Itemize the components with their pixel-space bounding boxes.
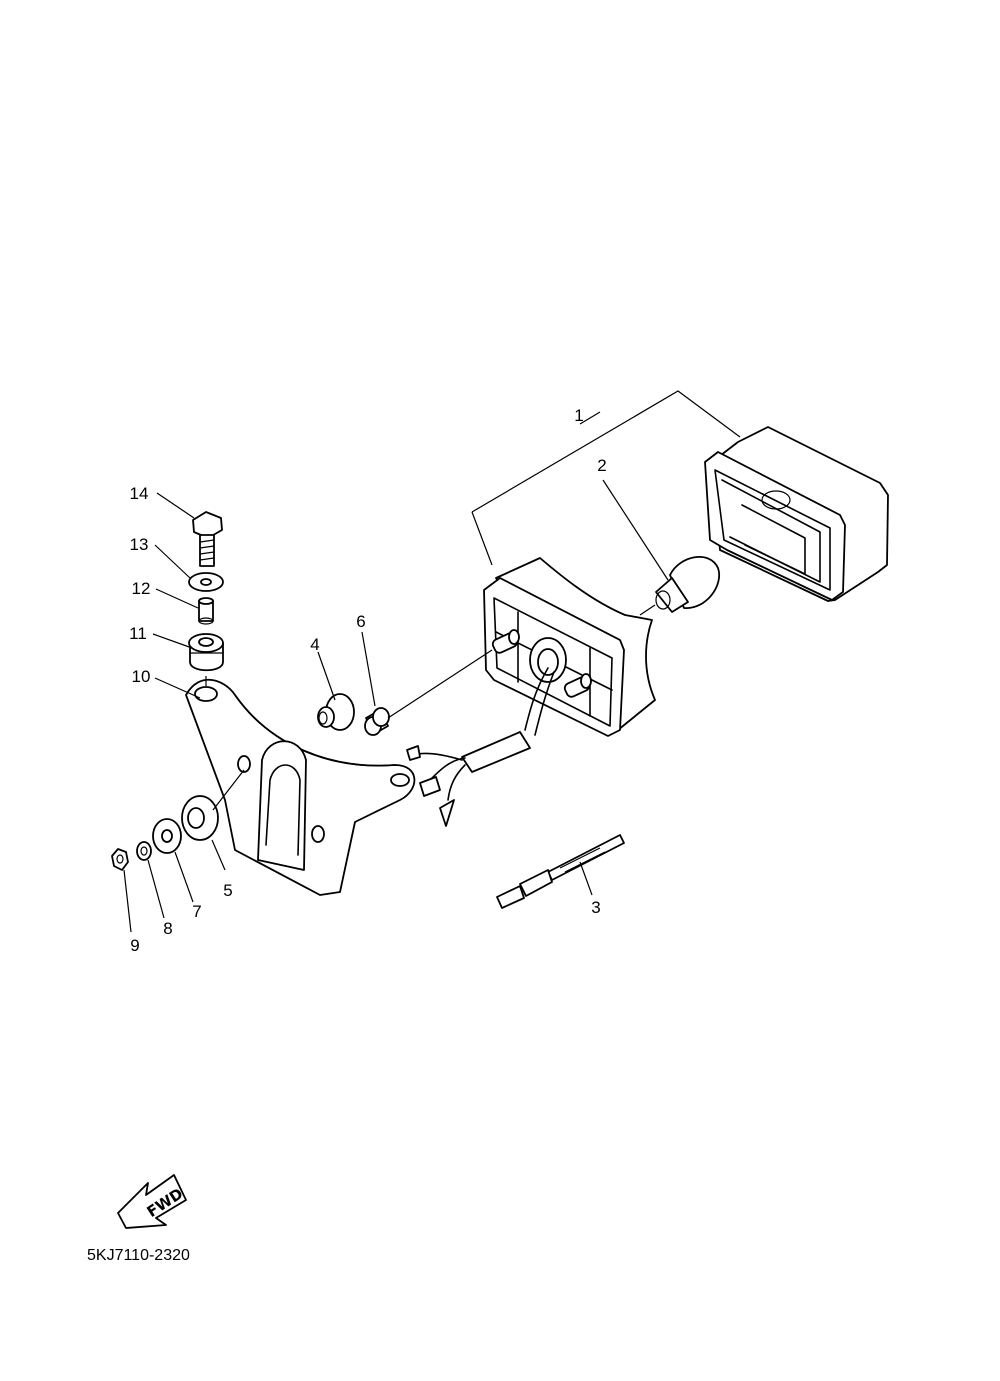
lock-washer-part-8 [136, 841, 152, 861]
leader-part-4 [317, 651, 336, 701]
leader-part-7 [174, 851, 194, 903]
callout-6: 6 [356, 612, 365, 631]
stud-left [491, 629, 520, 654]
leader-part-8 [147, 859, 165, 919]
callout-7: 7 [192, 902, 201, 921]
callout-5: 5 [223, 881, 232, 900]
grommet-part-5 [181, 795, 219, 841]
leader-part-6 [361, 631, 376, 707]
washer-part-7 [152, 818, 182, 854]
leader-part-12 [155, 588, 199, 609]
leader-part-14 [156, 492, 195, 519]
callout-2: 2 [597, 456, 606, 475]
collar-part-12 [198, 597, 214, 625]
callout-10: 10 [132, 667, 151, 686]
callout-11: 11 [129, 624, 147, 643]
leader-part-3 [579, 861, 593, 896]
leader-part-9 [123, 869, 132, 933]
grommet-part-11 [188, 633, 224, 672]
diagram-code: 5KJ7110-2320 [87, 1247, 190, 1264]
callout-13: 13 [130, 535, 149, 554]
tail-light-housing [483, 557, 656, 737]
tail-light-stay [185, 678, 416, 896]
callout-3: 3 [591, 898, 600, 917]
fwd-arrow-icon: FWD [117, 1174, 187, 1229]
callout-12: 12 [132, 579, 151, 598]
cable-tie [496, 834, 625, 909]
callout-9: 9 [130, 936, 139, 955]
callout-4: 4 [310, 635, 319, 654]
leader-part-13 [154, 544, 191, 579]
callout-1: 1 [574, 406, 583, 425]
washer-part-13 [188, 572, 224, 592]
stud-right [563, 673, 592, 698]
wiring-harness [406, 667, 555, 827]
callout-8: 8 [163, 919, 172, 938]
leader-part-5 [211, 839, 226, 871]
assembly-line-collar [387, 649, 493, 719]
bulb [639, 556, 721, 616]
lens-cover [704, 426, 889, 602]
assembly-line-grommet [212, 769, 245, 811]
leader-part-2 [602, 479, 669, 581]
callout-labels: 1 2 3 4 5 6 7 8 9 10 11 12 13 14 [129, 406, 607, 955]
leader-part-1 [471, 390, 741, 566]
callout-14: 14 [130, 484, 149, 503]
leader-part-10 [154, 677, 201, 699]
leader-part-11 [152, 633, 193, 649]
bolt-part-14 [192, 511, 223, 567]
grommet-part-4 [317, 693, 355, 731]
collar-part-6 [364, 707, 390, 736]
nut-part-9 [111, 848, 129, 871]
